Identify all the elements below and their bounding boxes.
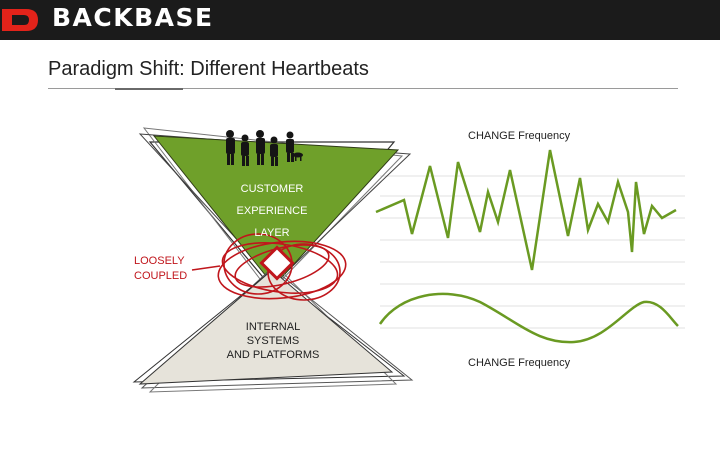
brand-name: BACKBASE xyxy=(52,3,214,32)
coupled-label: COUPLED xyxy=(134,270,188,282)
systems-label-line-1: INTERNAL xyxy=(245,321,301,333)
loosely-label: LOOSELY xyxy=(134,255,185,267)
systems-label-line-3: AND PLATFORMS xyxy=(226,349,320,361)
title-divider-accent xyxy=(115,88,183,90)
systems-layer-triangle xyxy=(132,265,414,393)
customer-label-line-3: LAYER xyxy=(254,227,290,239)
bottom-change-frequency-label: CHANGE Frequency xyxy=(468,357,571,369)
coupling-diamond xyxy=(259,245,295,281)
backbase-logo-icon xyxy=(2,9,38,31)
customer-label-line-1: CUSTOMER xyxy=(240,183,304,195)
top-change-frequency-label: CHANGE Frequency xyxy=(468,130,571,142)
people-silhouettes-icon xyxy=(226,130,303,166)
high-frequency-wave xyxy=(375,149,677,271)
customer-label-line-2: EXPERIENCE xyxy=(236,205,308,217)
page-title: Paradigm Shift: Different Heartbeats xyxy=(48,58,369,80)
low-frequency-wave xyxy=(378,292,679,344)
title-divider xyxy=(48,88,678,89)
systems-label-line-2: SYSTEMS xyxy=(246,335,300,347)
header-bar: BACKBASE xyxy=(0,0,720,40)
